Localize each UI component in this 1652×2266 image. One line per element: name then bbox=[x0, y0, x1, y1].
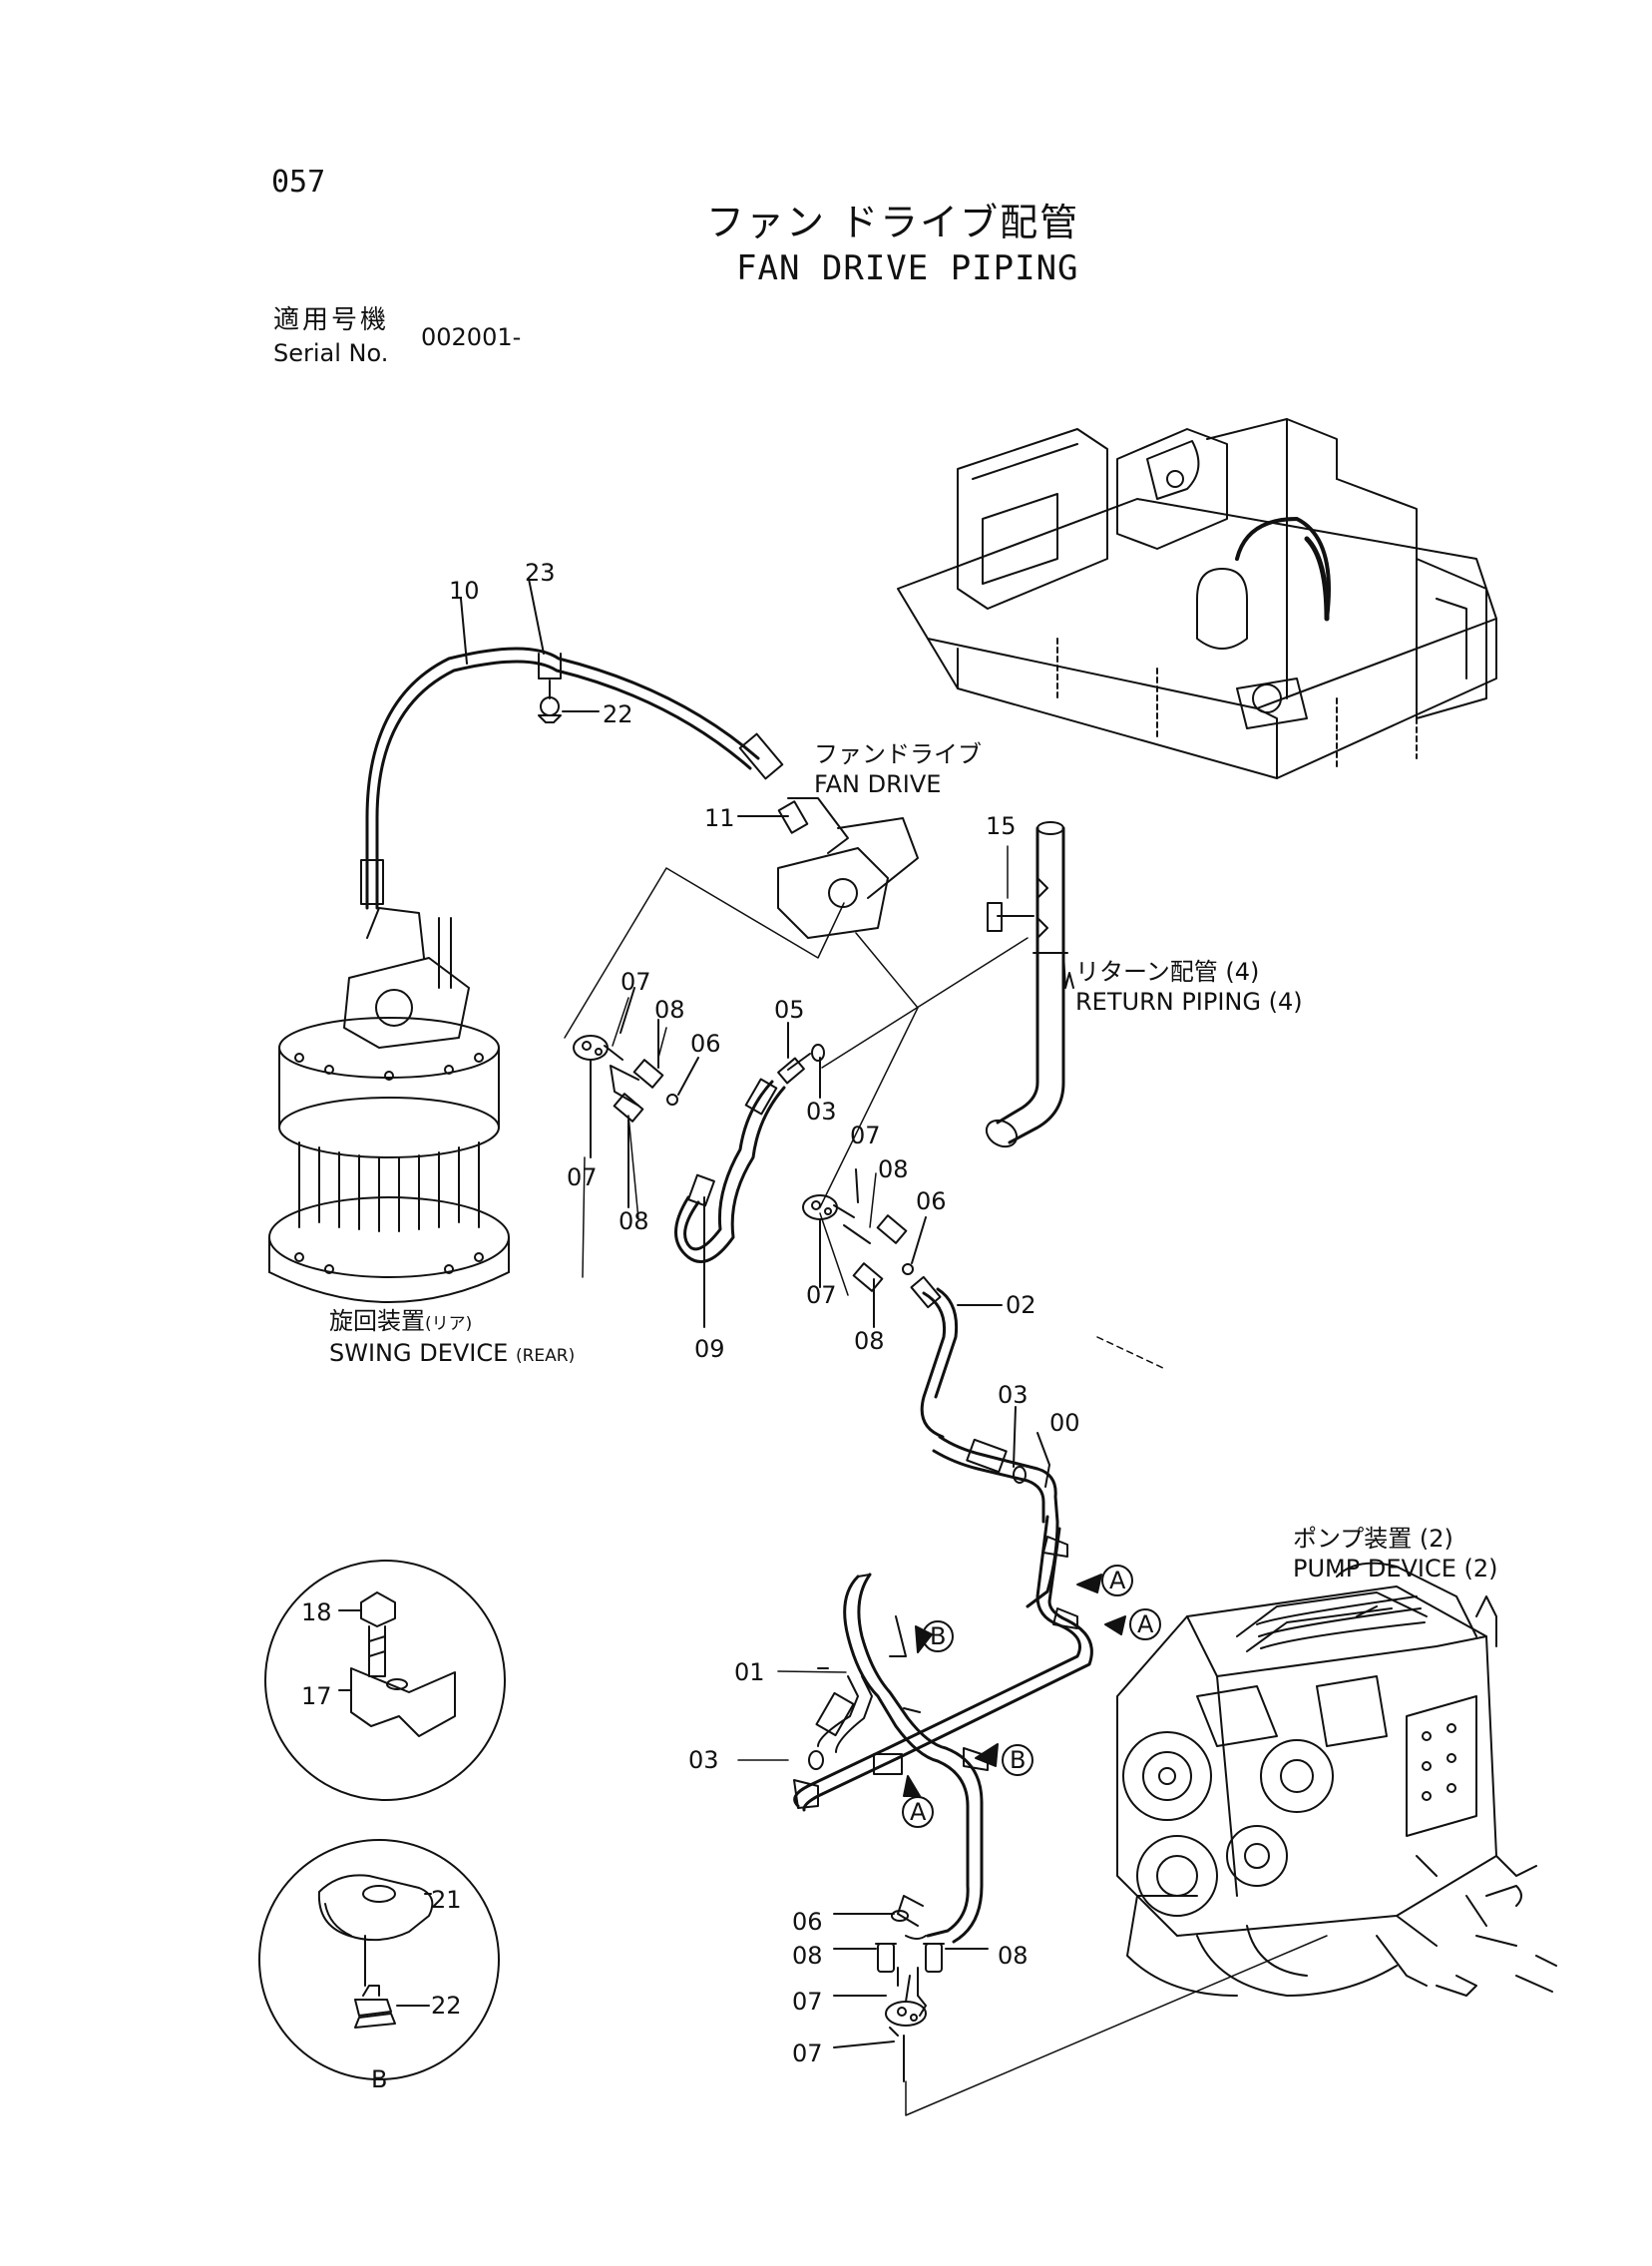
part-label-07-f: 07 bbox=[792, 1988, 823, 2016]
part-label-08-d: 08 bbox=[854, 1327, 885, 1355]
part-label-08-c: 08 bbox=[878, 1155, 909, 1183]
pump-device-caption-en: PUMP DEVICE (2) bbox=[1293, 1555, 1498, 1583]
part-label-07-d: 07 bbox=[806, 1281, 837, 1309]
swing-device bbox=[268, 907, 510, 1303]
leader-lines bbox=[582, 845, 1009, 1761]
serial-label-english: Serial No. bbox=[273, 339, 389, 367]
swing-device-caption-jp: 旋回装置(リア) bbox=[329, 1309, 472, 1333]
part-label-09: 09 bbox=[694, 1335, 725, 1363]
swing-device-jp-main: 旋回装置 bbox=[329, 1307, 425, 1335]
part-label-08-a: 08 bbox=[654, 996, 685, 1024]
pump-device-caption-jp: ポンプ装置 (2) bbox=[1293, 1525, 1453, 1553]
serial-label-japanese: 適用号機 bbox=[273, 305, 390, 335]
part-label-07-b: 07 bbox=[567, 1163, 598, 1191]
swing-device-caption-en: SWING DEVICE (REAR) bbox=[329, 1341, 575, 1365]
hose-09 bbox=[674, 1022, 825, 1328]
detail-b bbox=[258, 1839, 500, 2080]
part-label-11: 11 bbox=[704, 804, 735, 832]
swing-device-jp-sub: (リア) bbox=[425, 1314, 473, 1334]
flange-set-left bbox=[573, 987, 699, 1208]
marker-b-3: B bbox=[371, 2065, 388, 2093]
serial-value: 002001- bbox=[421, 323, 522, 351]
part-label-17: 17 bbox=[301, 1682, 332, 1710]
part-label-00: 00 bbox=[1049, 1409, 1080, 1437]
part-label-15: 15 bbox=[986, 812, 1017, 840]
part-label-05: 05 bbox=[774, 996, 805, 1024]
return-piping-caption-en: RETURN PIPING (4) bbox=[1075, 988, 1303, 1016]
marker-b-1: B bbox=[930, 1622, 947, 1650]
pipe-assembly-01 bbox=[793, 1515, 1093, 1944]
fan-drive-motor bbox=[737, 797, 919, 939]
part-label-07-a: 07 bbox=[620, 968, 651, 996]
detail-a bbox=[264, 1560, 506, 1801]
fan-drive-caption-jp: ファンドライブ bbox=[814, 740, 982, 768]
flange-set-right bbox=[802, 1168, 1003, 1439]
pump-device bbox=[905, 1336, 1557, 2116]
machine-overview bbox=[897, 418, 1497, 779]
fan-drive-caption-en: FAN DRIVE bbox=[814, 770, 942, 798]
marker-a-1: A bbox=[1109, 1567, 1126, 1594]
part-label-06-a: 06 bbox=[690, 1030, 721, 1058]
marker-b-2: B bbox=[1010, 1746, 1027, 1774]
pipe-00 bbox=[932, 1406, 1078, 1629]
page-title-english: FAN DRIVE PIPING bbox=[736, 248, 1079, 288]
return-piping-caption-jp: リターン配管 (4) bbox=[1075, 958, 1260, 986]
part-label-21: 21 bbox=[431, 1886, 462, 1914]
page-title-japanese: ファン ドライブ配管 bbox=[706, 201, 1080, 244]
marker-a-3: A bbox=[910, 1798, 927, 1826]
flange-frames bbox=[564, 867, 1029, 1208]
markers bbox=[902, 1565, 1161, 1828]
part-label-03-b: 03 bbox=[998, 1381, 1029, 1409]
part-label-08-g: 08 bbox=[998, 1942, 1029, 1970]
part-label-22-top: 22 bbox=[603, 700, 633, 728]
part-label-06-c: 06 bbox=[792, 1908, 823, 1936]
part-label-08-f: 08 bbox=[792, 1942, 823, 1970]
part-label-03-a: 03 bbox=[806, 1098, 837, 1126]
part-label-08-b: 08 bbox=[619, 1207, 649, 1235]
part-label-07-g: 07 bbox=[792, 2039, 823, 2067]
part-label-03-c: 03 bbox=[688, 1746, 719, 1774]
swing-device-en-sub: (REAR) bbox=[515, 1346, 576, 1366]
hose-10 bbox=[360, 578, 784, 910]
part-label-06-b: 06 bbox=[916, 1187, 947, 1215]
marker-a-2: A bbox=[1137, 1610, 1154, 1638]
part-label-01: 01 bbox=[734, 1658, 765, 1686]
swing-device-en-main: SWING DEVICE bbox=[329, 1339, 509, 1367]
page-number: 057 bbox=[271, 165, 326, 200]
return-piping bbox=[985, 821, 1074, 1148]
flange-set-bottom bbox=[833, 1910, 989, 2082]
part-label-18: 18 bbox=[301, 1598, 332, 1626]
part-label-10: 10 bbox=[449, 577, 480, 605]
part-label-22-bottom: 22 bbox=[431, 1992, 462, 2020]
part-label-02: 02 bbox=[1006, 1291, 1036, 1319]
